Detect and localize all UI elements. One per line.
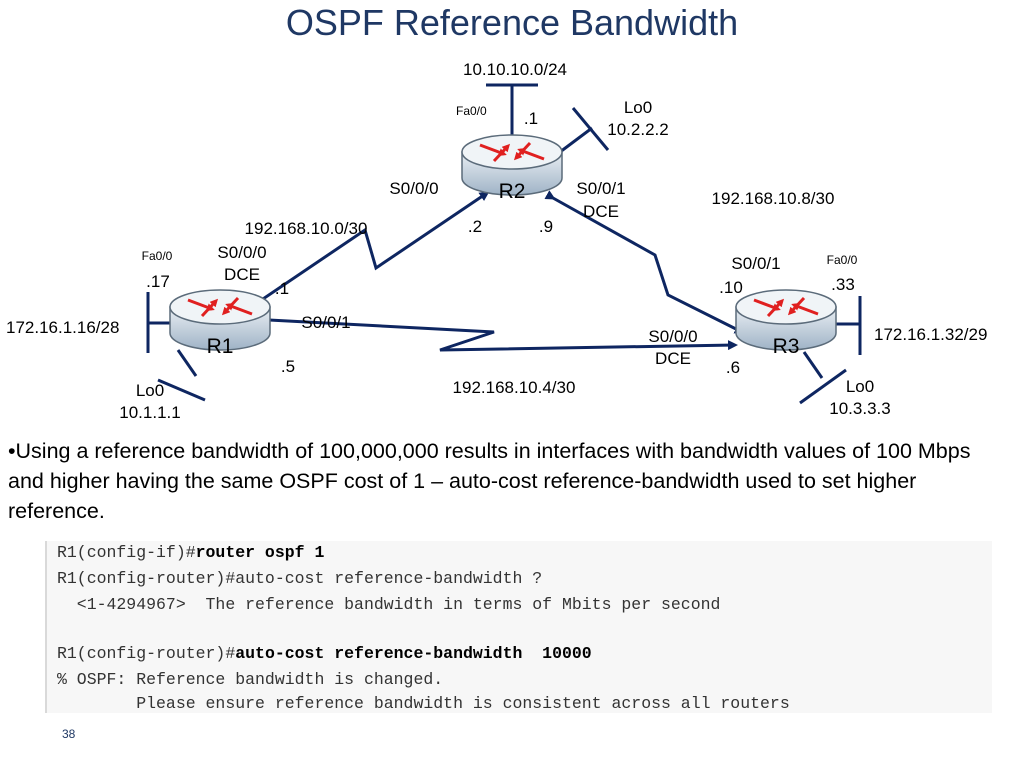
page-title: OSPF Reference Bandwidth [285,2,739,43]
cli-line-1: R1(config-if)#router ospf 1 [57,543,324,562]
serial-link-r2-r3 [544,190,745,334]
r2-fa-label: Fa0/0 [456,104,487,118]
r3-loopback-bar [799,368,847,405]
r2-s001-label: S0/0/1 [576,179,625,198]
lan-lines [146,83,862,405]
r2-s001-dce: DCE [583,202,619,221]
network-label-r1-lan: 172.16.1.16/28 [6,318,119,337]
r2-s000-host: .2 [468,217,482,236]
serial-link-r1-r2 [245,191,490,314]
r1-fa-host: .17 [146,272,170,291]
r3-lo-ip: 10.3.3.3 [829,399,890,418]
r2-loopback-bar [571,107,610,151]
network-label-r1-r3: 192.168.10.4/30 [453,378,576,397]
cli-line-4: R1(config-router)#auto-cost reference-ba… [57,644,592,663]
r1-lo-ip: 10.1.1.1 [119,403,180,422]
r3-s000-label: S0/0/0 [648,327,697,346]
r2-loopback-link [559,126,593,154]
network-label-r1-r2: 192.168.10.0/30 [245,219,368,238]
r3-fa-label: Fa0/0 [827,253,858,267]
r2-lo-ip: 10.2.2.2 [607,120,668,139]
cli-line-6: Please ensure reference bandwidth is con… [57,694,790,713]
r1-s001-host: .5 [281,357,295,376]
r1-s000-label: S0/0/0 [217,243,266,262]
r1-s000-host: .1 [275,279,289,298]
network-diagram: R2 R1 R3 10.10.10.0/24 192.168.10.0/30 1… [6,60,987,422]
r1-s001-label: S0/0/1 [301,313,350,332]
r2-lo-label: Lo0 [624,98,652,117]
router-name-r1: R1 [207,335,234,358]
serial-link-r1-r3 [261,314,738,352]
r3-loopback-link [802,351,824,379]
r2-s000-label: S0/0/0 [389,179,438,198]
cli-output: R1(config-if)#router ospf 1 R1(config-ro… [45,541,992,713]
r3-lo-label: Lo0 [846,377,874,396]
r2-fa-host: .1 [524,109,538,128]
serial-links [245,190,745,352]
network-label-r2-r3: 192.168.10.8/30 [712,189,835,208]
r3-s000-host: .6 [726,358,740,377]
cli-command: router ospf 1 [195,543,325,562]
r1-loopback-bar [157,378,206,402]
cli-command: auto-cost reference-bandwidth 10000 [235,644,592,663]
r3-s001-label: S0/0/1 [731,254,780,273]
r1-loopback-link [176,349,198,377]
cli-line-2: R1(config-router)#auto-cost reference-ba… [57,569,543,588]
cli-prompt: R1(config-router)# [57,644,236,663]
router-name-r3: R3 [773,335,800,358]
cli-line-3: <1-4294967> The reference bandwidth in t… [57,595,721,614]
network-label-r3-lan: 172.16.1.32/29 [874,325,987,344]
router-name-r2: R2 [499,180,526,203]
page-number: 38 [62,727,76,741]
network-label-r2-lan: 10.10.10.0/24 [463,60,567,79]
r1-fa-label: Fa0/0 [142,249,173,263]
bullet-text: •Using a reference bandwidth of 100,000,… [8,439,971,523]
cli-prompt: R1(config-if)# [57,543,196,562]
r3-s000-dce: DCE [655,349,691,368]
r2-s001-host: .9 [539,217,553,236]
cli-line-5: % OSPF: Reference bandwidth is changed. [57,670,444,689]
r3-s001-host: .10 [719,278,743,297]
r3-fa-host: .33 [831,275,855,294]
r1-s000-dce: DCE [224,265,260,284]
r1-lo-label: Lo0 [136,381,164,400]
